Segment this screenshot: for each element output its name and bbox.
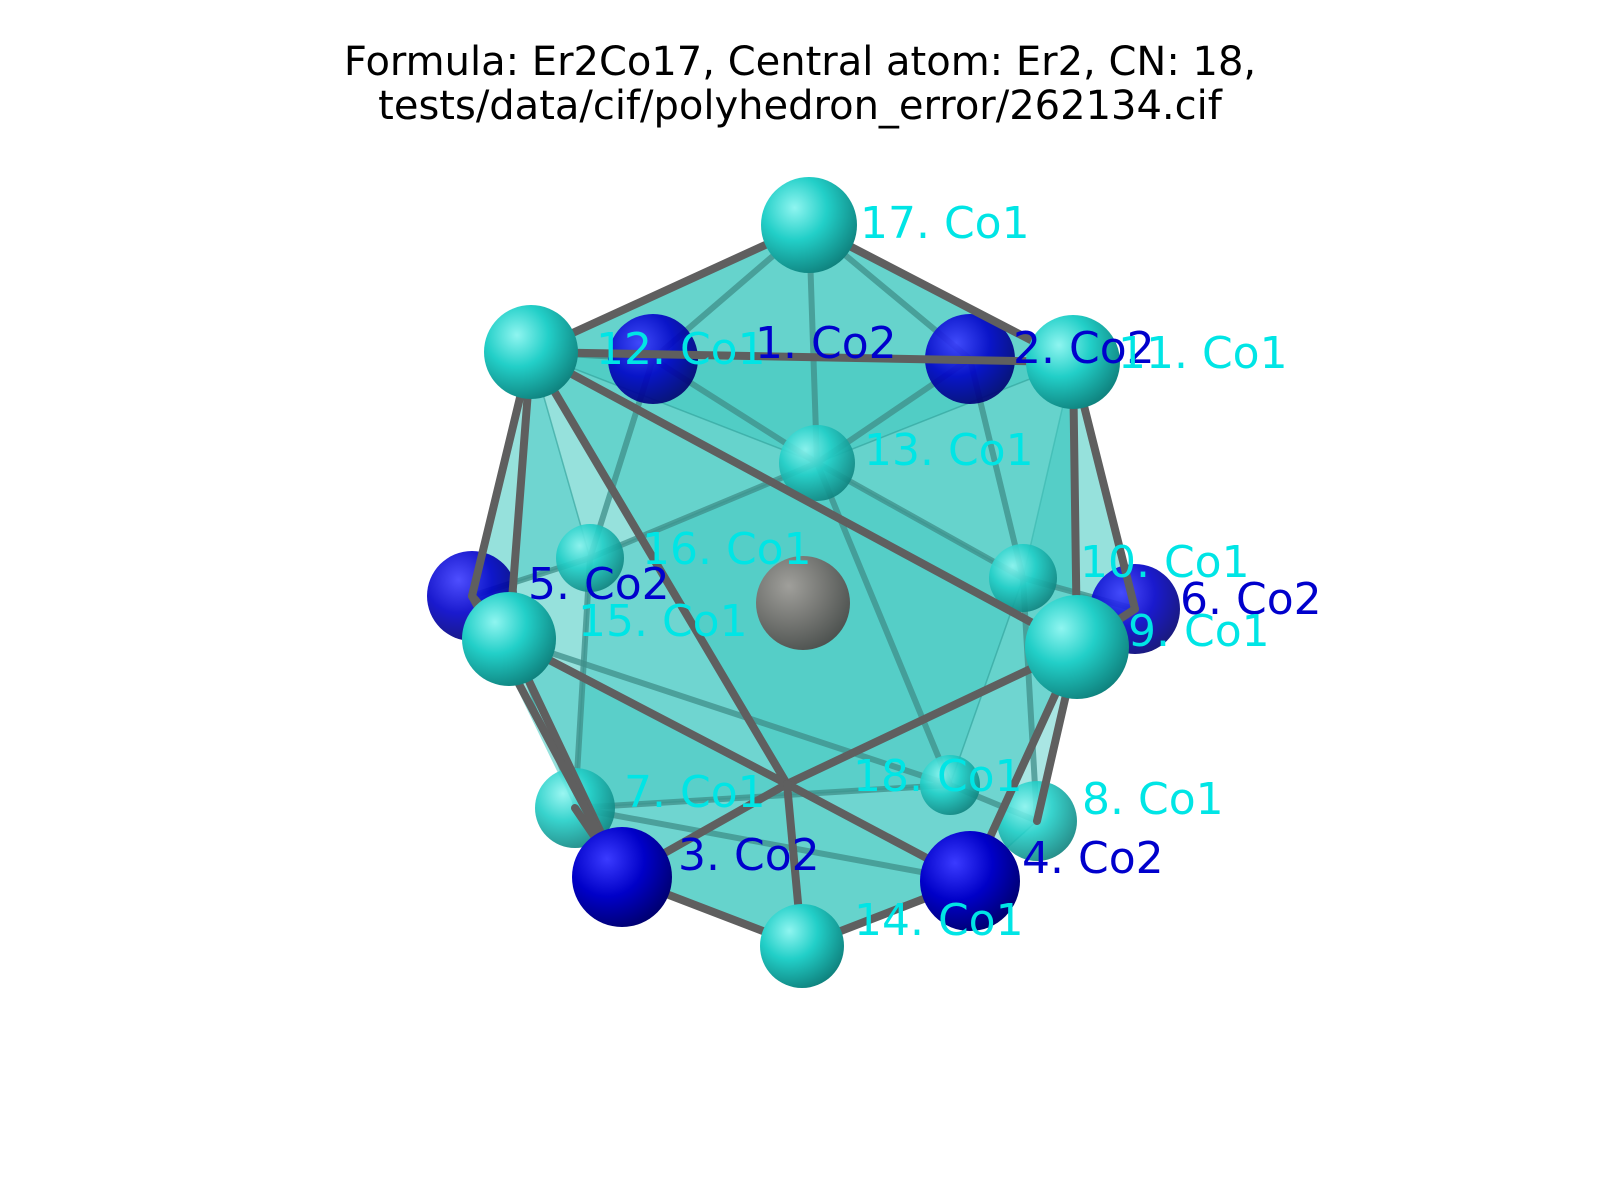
atom-label-a9: 9. Co1 bbox=[1128, 606, 1270, 657]
atom-a18-co1 bbox=[920, 755, 980, 815]
atom-a12-co1 bbox=[484, 305, 578, 399]
atom-a10-co1 bbox=[989, 544, 1057, 612]
atom-a13-co1 bbox=[779, 425, 855, 501]
atom-a9-co1 bbox=[1025, 595, 1129, 699]
bond bbox=[527, 348, 1081, 651]
atom-label-a7: 7. Co1 bbox=[624, 767, 766, 818]
atom-label-a17: 17. Co1 bbox=[860, 198, 1030, 249]
atom-label-a8: 8. Co1 bbox=[1082, 774, 1224, 825]
atom-a15-co1 bbox=[462, 592, 556, 686]
atom-label-a18: 18. Co1 bbox=[853, 751, 1023, 802]
bond bbox=[505, 635, 791, 788]
bond-back bbox=[506, 636, 953, 788]
atom-a3-co2 bbox=[572, 827, 672, 927]
atom-a4-co2 bbox=[920, 831, 1020, 931]
bond bbox=[805, 221, 1077, 366]
atom-label-a4: 4. Co2 bbox=[1022, 833, 1164, 884]
atom-label-a2: 2. Co2 bbox=[1013, 323, 1155, 374]
title-line-2: tests/data/cif/polyhedron_error/262134.c… bbox=[378, 83, 1222, 129]
front-atoms bbox=[462, 177, 1129, 988]
bond-back bbox=[814, 460, 1026, 581]
title-line-1: Formula: Er2Co17, Central atom: Er2, CN:… bbox=[343, 39, 1257, 85]
bond bbox=[527, 348, 1077, 366]
atom-label-a14: 14. Co1 bbox=[854, 895, 1024, 946]
atom-label-a13: 13. Co1 bbox=[864, 425, 1034, 476]
bond-back bbox=[572, 555, 593, 811]
atom-a14-co1 bbox=[760, 904, 844, 988]
figure-title: Formula: Er2Co17, Central atom: Er2, CN:… bbox=[0, 40, 1600, 128]
atom-label-a11: 11. Co1 bbox=[1118, 328, 1288, 379]
atom-label-a15: 15. Co1 bbox=[578, 596, 748, 647]
atom-label-a10: 10. Co1 bbox=[1080, 537, 1250, 588]
central-atom-group bbox=[756, 556, 850, 650]
central-atom-er2 bbox=[756, 556, 850, 650]
bond bbox=[505, 348, 535, 643]
atom-label-a16: 16. Co1 bbox=[642, 524, 812, 575]
atom-a11-co1 bbox=[1026, 315, 1120, 409]
bond bbox=[527, 348, 791, 788]
atom-label-a3: 3. Co2 bbox=[678, 830, 820, 881]
atom-a1-co2 bbox=[608, 314, 698, 404]
atom-a16-co1 bbox=[556, 524, 624, 592]
atom-label-a1: 1. Co2 bbox=[755, 318, 897, 369]
atom-label-a12: 12. Co1 bbox=[596, 324, 766, 375]
bond bbox=[783, 643, 1081, 788]
atom-label-a5: 5. Co2 bbox=[528, 559, 670, 610]
bond-back bbox=[587, 460, 820, 561]
bond bbox=[527, 221, 813, 356]
atom-label-a6: 6. Co2 bbox=[1180, 574, 1322, 625]
atom-a17-co1 bbox=[761, 177, 857, 273]
bond-back bbox=[572, 805, 973, 884]
